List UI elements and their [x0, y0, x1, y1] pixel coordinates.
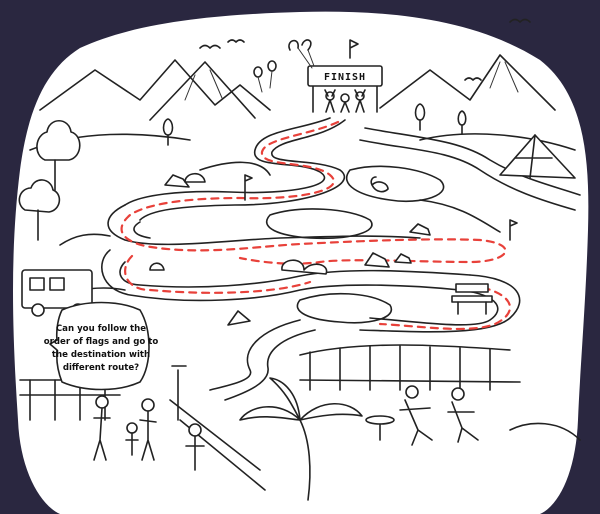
- rocks-and-bushes: [149, 172, 431, 326]
- palm-tree: [239, 377, 363, 501]
- park-bench: [451, 283, 493, 315]
- finish-gate: FINISH: [288, 39, 383, 113]
- pond-duck: [370, 176, 389, 193]
- prompt-line-4: different route?: [63, 363, 139, 373]
- prompt-line-3: the destination with: [52, 350, 150, 360]
- prompt-bubble: Can you follow the order of flags and go…: [44, 301, 159, 391]
- trees-left: [18, 103, 467, 241]
- flag-markers: [171, 174, 518, 421]
- birds: [199, 18, 531, 81]
- prompt-line-2: order of flags and go to: [44, 337, 159, 347]
- beach-scene: [365, 385, 581, 446]
- fence: [299, 344, 521, 391]
- ponds: [265, 165, 445, 324]
- prompt-line-1: Can you follow the: [56, 324, 146, 334]
- tent: [499, 134, 576, 179]
- balloons: [253, 60, 277, 93]
- family-figures: [93, 395, 205, 471]
- maze-paths: [39, 117, 581, 401]
- red-route: [120, 120, 512, 331]
- finish-banner-label: FINISH: [324, 72, 366, 83]
